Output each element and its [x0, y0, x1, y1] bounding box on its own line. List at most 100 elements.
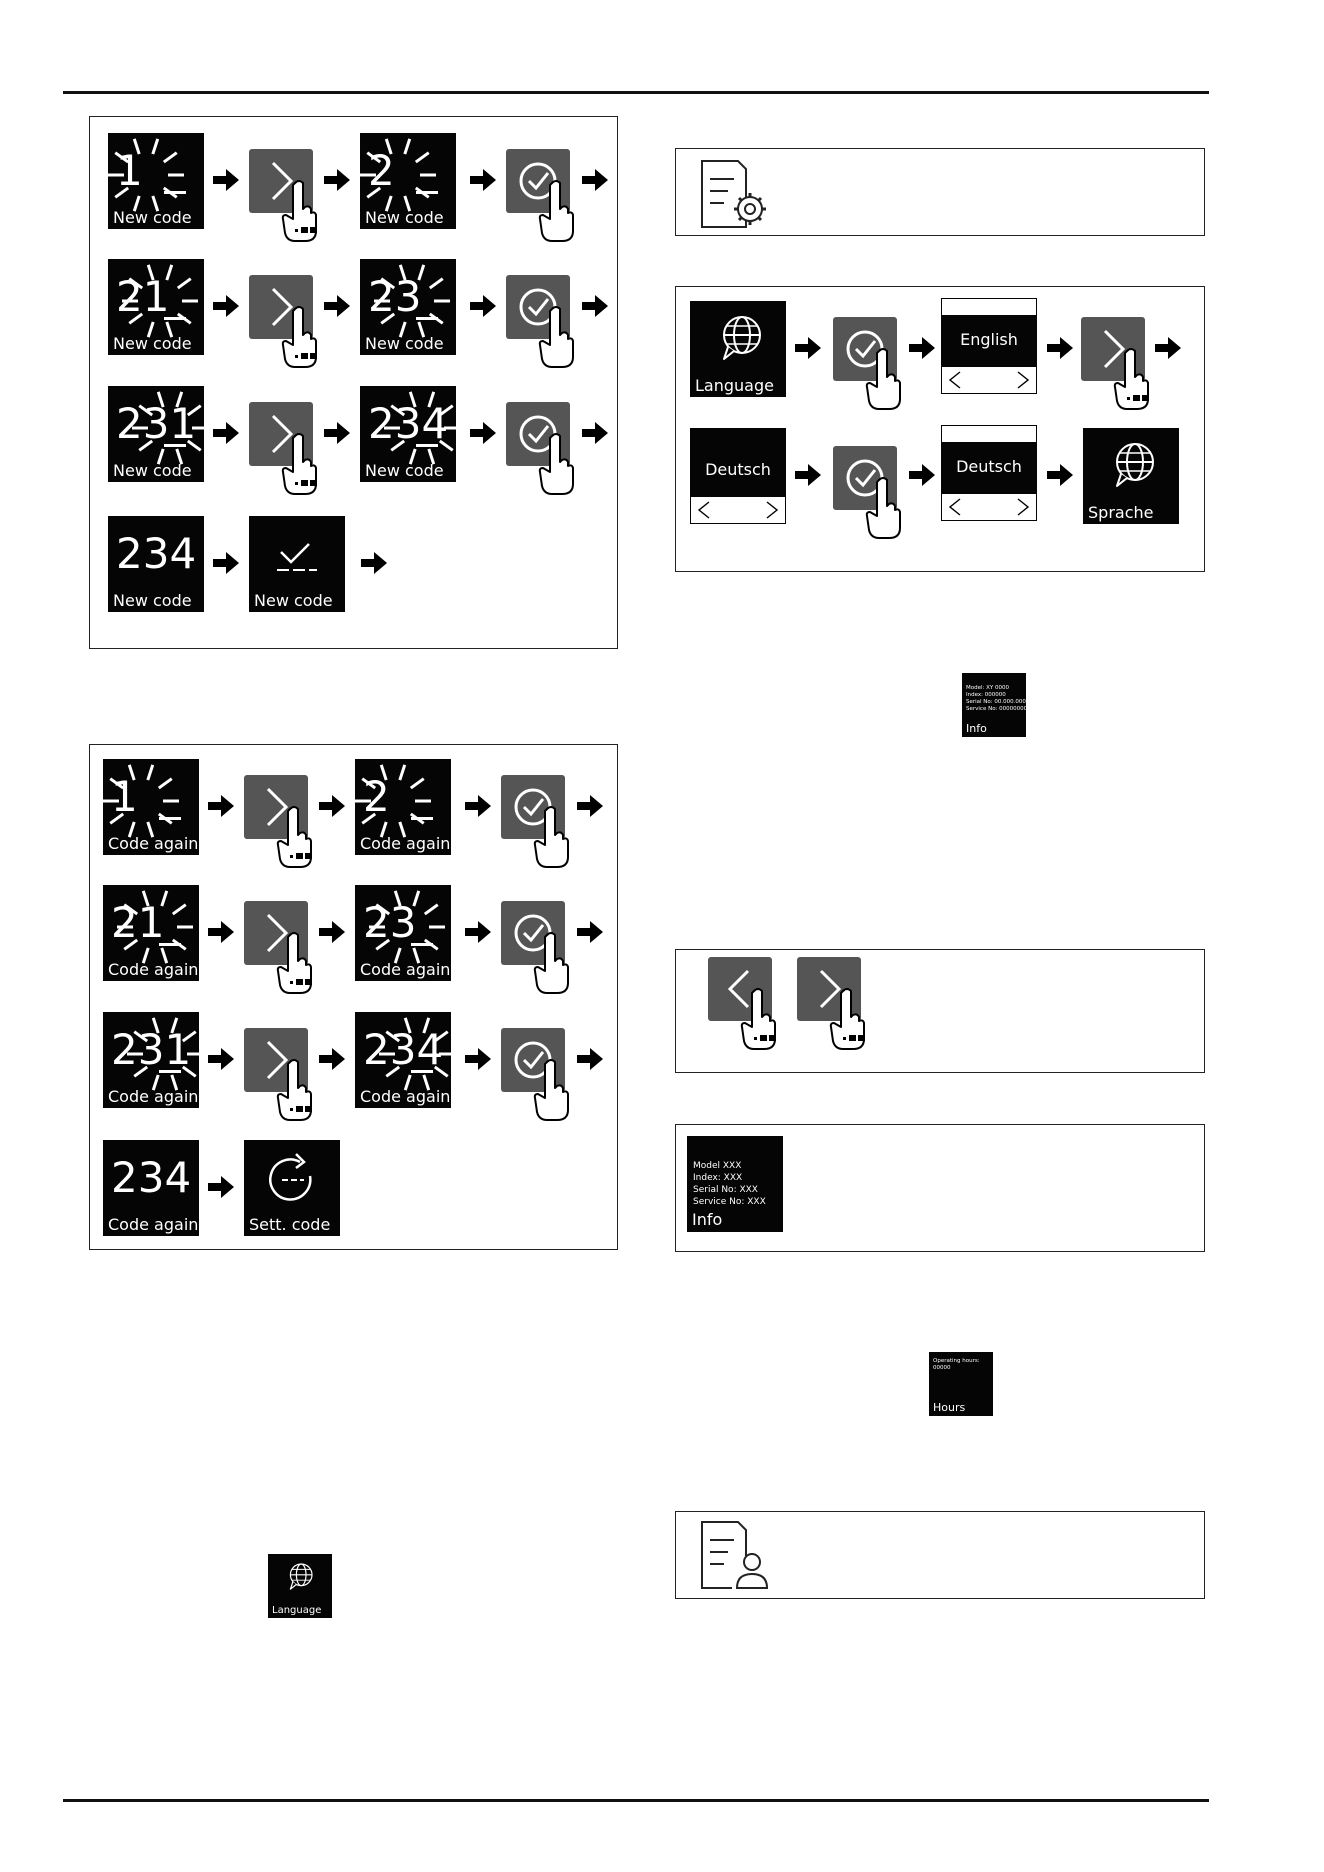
code-digits: 21 [116, 272, 170, 321]
hand-pointer-icon [276, 806, 312, 868]
language-nav[interactable] [941, 493, 1037, 521]
code-label: New code [113, 461, 192, 480]
sprache-tile: Sprache [1083, 428, 1179, 524]
flash-rays-icon [108, 138, 184, 212]
chevron-left-icon [727, 969, 750, 1009]
hand-pointer-icon [538, 180, 574, 242]
checkmark-underline-icon [277, 543, 317, 571]
chevron-right-icon [271, 414, 294, 454]
header-rule [63, 91, 1209, 94]
hold-indicator-icon [295, 480, 317, 486]
step-arrow-icon [361, 552, 387, 574]
hand-pointer-icon [1113, 348, 1149, 410]
language-tile-small: Language [268, 1554, 332, 1618]
hold-indicator-icon [843, 1035, 865, 1041]
confirm-button[interactable] [501, 901, 565, 965]
info-line: Model: XY 0000 [966, 685, 1009, 691]
new-code-saved-tile: New code [249, 516, 345, 612]
chevron-right-icon [1103, 329, 1126, 369]
code-digits: 234 [116, 529, 197, 578]
profile-frame [675, 1511, 1205, 1599]
info-line: Service No: XXX [693, 1197, 766, 1207]
step-arrow-icon [213, 169, 239, 191]
chevron-right-icon [271, 161, 294, 201]
language-value: English [960, 330, 1018, 349]
chevron-right-icon [266, 1040, 289, 1080]
language-nav[interactable] [690, 496, 786, 524]
hand-pointer-icon [533, 932, 569, 994]
chevron-right-icon [271, 287, 294, 327]
language-value: Deutsch [705, 460, 771, 479]
code-digits: 2 [363, 772, 390, 821]
step-arrow-icon [465, 1048, 491, 1070]
hand-pointer-icon [865, 348, 901, 410]
step-arrow-icon [208, 1048, 234, 1070]
step-arrow-icon [465, 795, 491, 817]
confirm-button[interactable] [501, 775, 565, 839]
flash-rays-icon [379, 1017, 451, 1091]
step-arrow-icon [465, 921, 491, 943]
step-arrow-icon [319, 795, 345, 817]
hold-indicator-icon [295, 353, 317, 359]
step-arrow-icon [577, 921, 603, 943]
info-line: Index: 000000 [966, 692, 1006, 698]
settings-doc-icon [701, 160, 766, 228]
step-arrow-icon [1155, 337, 1181, 359]
code-label: Code again [360, 834, 451, 853]
code-digits: 231 [111, 1025, 192, 1074]
code-label: Code again [108, 834, 199, 853]
code-label: Code again [108, 1215, 199, 1234]
step-arrow-icon [909, 464, 935, 486]
globe-icon [1116, 443, 1154, 487]
hand-pointer-icon [276, 1059, 312, 1121]
step-arrow-icon [582, 295, 608, 317]
settings-frame [675, 148, 1205, 236]
step-arrow-icon [470, 169, 496, 191]
hand-pointer-icon [538, 433, 574, 495]
step-arrow-icon [213, 422, 239, 444]
chevron-left-right-icon [948, 498, 1030, 516]
chevron-right-icon [266, 913, 289, 953]
step-arrow-icon [213, 552, 239, 574]
hold-indicator-icon [290, 979, 312, 985]
hold-indicator-icon [754, 1035, 776, 1041]
info-label: Info [966, 722, 987, 735]
confirm-button[interactable] [506, 402, 570, 466]
code-label: New code [113, 208, 192, 227]
step-arrow-icon [208, 795, 234, 817]
code-digits: 2 [368, 146, 395, 195]
code-digits: 23 [368, 272, 422, 321]
flash-rays-icon [355, 764, 431, 838]
code-label: Sett. code [249, 1215, 331, 1234]
code-label: Code again [108, 960, 199, 979]
hand-pointer-icon [533, 1059, 569, 1121]
code-digits: 234 [363, 1025, 444, 1074]
info-label: Info [692, 1210, 723, 1229]
hand-pointer-icon [276, 932, 312, 994]
code-digits: 1 [116, 146, 143, 195]
code-label: New code [365, 208, 444, 227]
hand-pointer-icon [281, 306, 317, 368]
hold-indicator-icon [1127, 395, 1149, 401]
hold-indicator-icon [295, 227, 317, 233]
code-digits: 234 [111, 1153, 192, 1202]
language-tile: Language [690, 301, 786, 397]
code-digits: 1 [111, 772, 138, 821]
info-line: Serial No: 00.000.000.0 [966, 699, 1032, 705]
user-profile-icon [701, 1521, 772, 1590]
language-nav[interactable] [941, 366, 1037, 394]
step-arrow-icon [582, 422, 608, 444]
code-label: New code [113, 591, 192, 610]
